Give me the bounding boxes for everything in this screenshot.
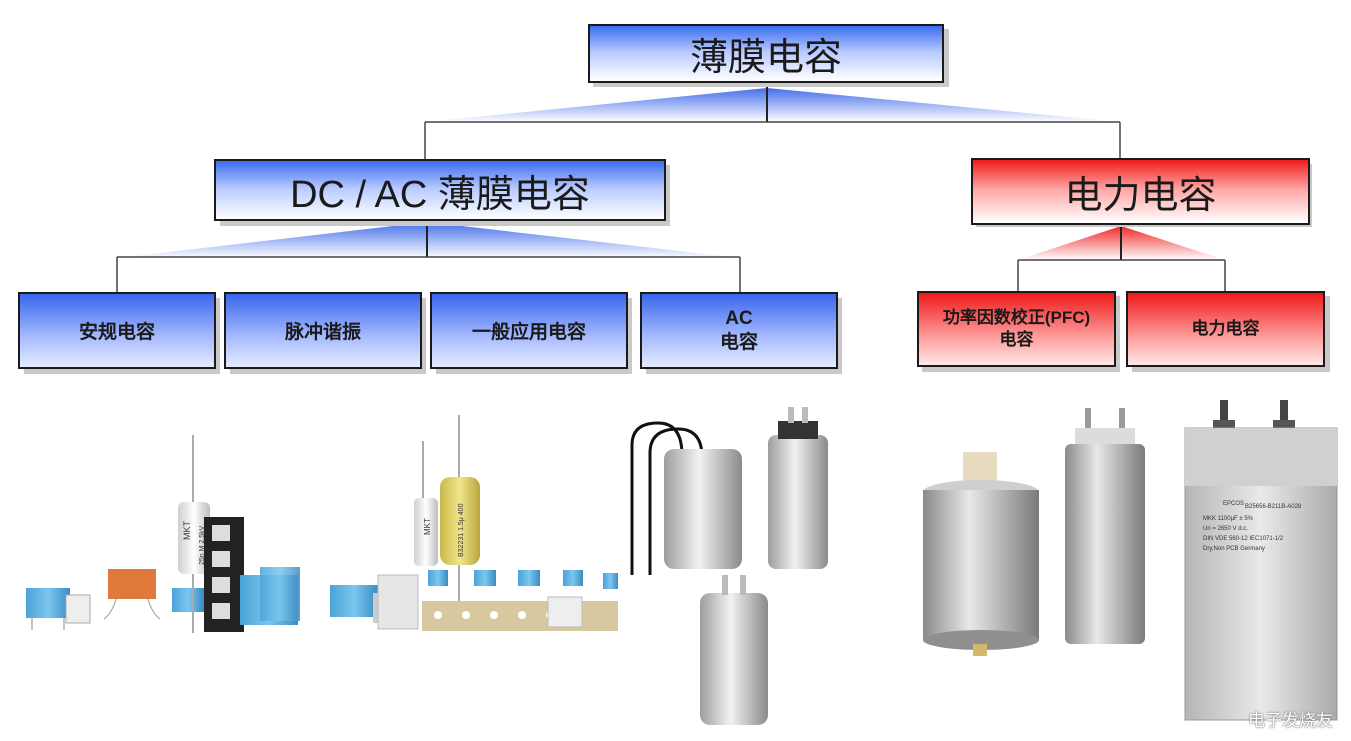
- power-node: 电力电容: [971, 158, 1310, 225]
- dcac-label: DC / AC 薄膜电容: [290, 173, 590, 216]
- mkt-a-text: MKT: [182, 521, 192, 541]
- node-pulse-resonance: 脉冲谐振: [224, 292, 422, 369]
- dcac-node: DC / AC 薄膜电容: [214, 159, 666, 221]
- node-pfc-line1: 功率因数校正(PFC): [942, 308, 1091, 327]
- node-pfc-line2: 电容: [999, 330, 1034, 349]
- node-ac-capacitor: AC 电容: [640, 292, 838, 369]
- safety-cap-2: [65, 594, 91, 624]
- watermark: 电子发烧友: [1248, 711, 1333, 731]
- node-safety-label: 安规电容: [78, 322, 155, 343]
- root-fan: [425, 88, 1120, 122]
- dcac-capacitor-photos: MKT 25n M 2,5kV MKT B32231 1.5μ 400: [26, 415, 618, 633]
- node-ac-line2: 电容: [719, 331, 758, 353]
- mkt-cap-white: [178, 502, 210, 574]
- mkt-cap-white-2: [414, 498, 438, 566]
- node-power-small-label: 电力电容: [1191, 319, 1260, 338]
- root-label: 薄膜电容: [689, 37, 842, 79]
- node-safety-capacitor: 安规电容: [18, 292, 216, 369]
- mkt-cap-yellow: [440, 477, 480, 565]
- mkt-b-spec: B32231 1.5μ 400: [458, 503, 465, 557]
- large-spec-3: Un = 2650 V d.c.: [1203, 526, 1248, 532]
- node-power-capacitor: 电力电容: [1126, 291, 1325, 367]
- dcac-fan: [117, 222, 740, 258]
- node-general-capacitor: 一般应用电容: [430, 292, 628, 369]
- safety-cap-white-box: [377, 574, 419, 630]
- ac-cap-3: [700, 593, 768, 725]
- power-label: 电力电容: [1064, 175, 1217, 217]
- node-general-label: 一般应用电容: [471, 322, 586, 343]
- large-spec-4: DIN VDE 560-12 IEC1071-1/2: [1203, 536, 1284, 542]
- safety-cap-5: [330, 585, 378, 617]
- safety-cap-3: [172, 588, 204, 612]
- mkt-a-spec: 25n M 2,5kV: [199, 525, 206, 565]
- root-node: 薄膜电容: [588, 24, 944, 83]
- ac-cap-1: [664, 449, 742, 569]
- ac-capacitor-photos: [630, 407, 828, 725]
- ac-cap-2: [768, 435, 828, 569]
- pfc-cap: [923, 490, 1039, 640]
- large-spec-1: B25656-B211B-A028: [1245, 504, 1302, 510]
- node-ac-line1: AC: [725, 307, 753, 329]
- power-capacitor-photos: EPCOS B25656-B211B-A028 MKK 1100μF ± 5% …: [923, 400, 1338, 721]
- large-spec-2: MKK 1100μF ± 5%: [1203, 516, 1254, 522]
- safety-cap-orange: [108, 569, 156, 599]
- power-cap-cylinder: [1065, 444, 1145, 644]
- large-spec-5: Dry,Non PCB Germany: [1203, 546, 1265, 552]
- node-pulse-label: 脉冲谐振: [284, 322, 361, 343]
- brand-text: EPCOS: [1223, 501, 1244, 507]
- mkt-b-text: MKT: [423, 518, 432, 535]
- node-pfc-capacitor: 功率因数校正(PFC) 电容: [917, 291, 1116, 367]
- safety-cap-1: [26, 588, 70, 618]
